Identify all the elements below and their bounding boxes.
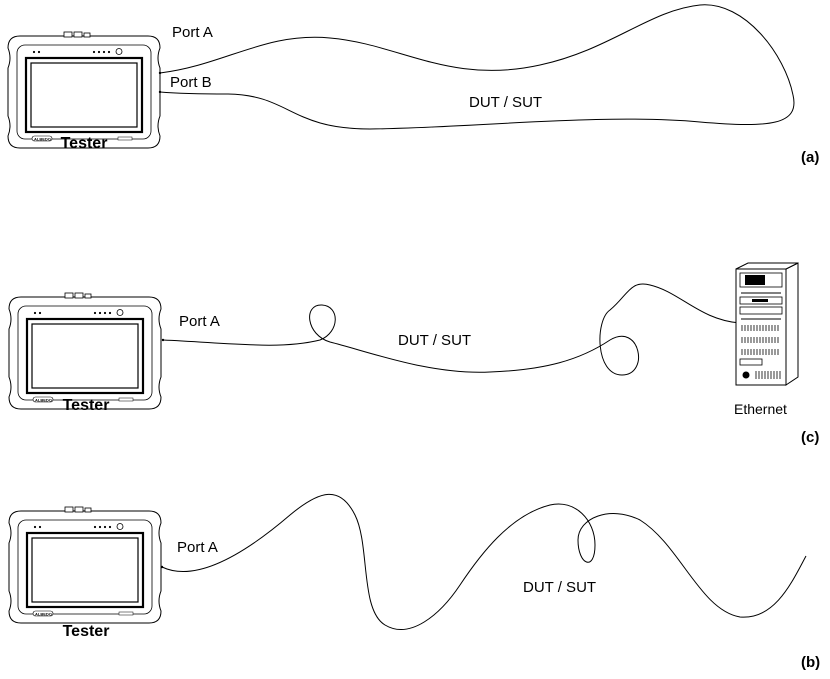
- tester-label: Tester: [63, 623, 110, 640]
- port-a-label: Port A: [172, 24, 213, 41]
- tester-label: Tester: [61, 135, 108, 152]
- tester-device-icon: ALBEDO: [7, 291, 163, 411]
- server-tower-icon: [735, 262, 799, 386]
- ethernet-label: Ethernet: [734, 401, 787, 417]
- cable: [161, 493, 807, 630]
- port-a-label: Port A: [179, 313, 220, 330]
- tester-device-icon: ALBEDO: [7, 505, 163, 625]
- panel-caption-a: (a): [801, 149, 819, 166]
- tester-brand: ALBEDO: [35, 611, 52, 616]
- panel-b: ALBEDO Tester Port A DUT / SUT (b): [7, 493, 820, 671]
- dut-sut-label: DUT / SUT: [469, 94, 542, 111]
- dut-sut-label: DUT / SUT: [398, 332, 471, 349]
- dut-sut-label: DUT / SUT: [523, 579, 596, 596]
- port-b-label: Port B: [170, 74, 212, 91]
- panel-c: ALBEDO Tester Port A DUT / SUT Ethernet …: [7, 262, 819, 446]
- cable: [162, 283, 741, 376]
- panel-caption-c: (c): [801, 429, 819, 446]
- port-a-label: Port A: [177, 539, 218, 556]
- tester-brand: ALBEDO: [34, 136, 51, 141]
- tester-brand: ALBEDO: [35, 397, 52, 402]
- tester-label: Tester: [63, 397, 110, 414]
- panel-a: ALBEDO Tester Port A Port B DUT / SUT (a…: [6, 4, 819, 166]
- cable-loop: [159, 4, 795, 130]
- panel-caption-b: (b): [801, 654, 820, 671]
- tester-device-icon: ALBEDO: [6, 30, 162, 150]
